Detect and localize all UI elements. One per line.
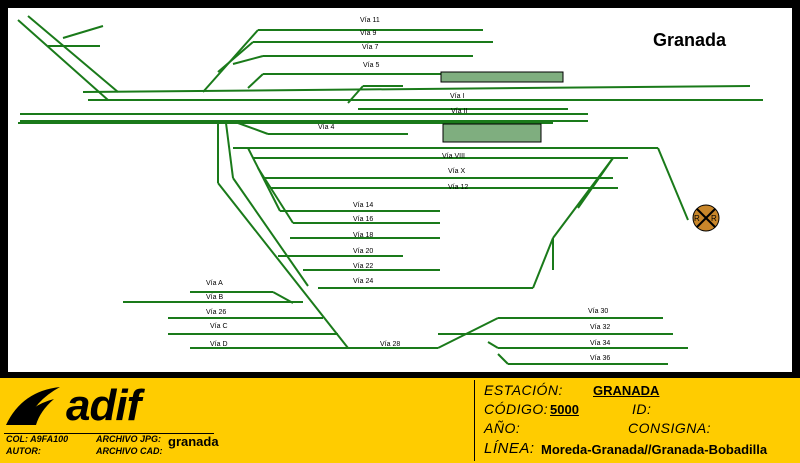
track-via-36-link xyxy=(497,353,509,365)
track-label-via-24: Vía 24 xyxy=(353,278,373,285)
archivo-cad-label: ARCHIVO CAD: xyxy=(96,446,163,456)
track-label-via-ii: Vía II xyxy=(451,108,467,115)
track-nw-1 xyxy=(17,19,109,101)
info-footer: adif COL: A9FA100 AUTOR: ARCHIVO JPG: gr… xyxy=(0,378,800,463)
track-label-via-viii: Vía VIII xyxy=(442,153,465,160)
track-label-via-i: Vía I xyxy=(450,93,464,100)
track-east-curve xyxy=(657,147,689,221)
consigna-label: CONSIGNA: xyxy=(628,420,712,436)
track-label-via-20: Vía 20 xyxy=(353,248,373,255)
linea-label: LÍNEA: xyxy=(484,440,535,457)
track-label-via-14: Vía 14 xyxy=(353,202,373,209)
track-label-via-26: Vía 26 xyxy=(206,309,226,316)
codigo-value: 5000 xyxy=(550,402,579,417)
track-fan-5 xyxy=(247,73,264,89)
crossing-letter-right: R xyxy=(711,214,717,223)
archivo-jpg-value: granada xyxy=(168,434,219,449)
track-label-via-9: Vía 9 xyxy=(360,30,376,37)
track-fan-9 xyxy=(217,41,254,73)
track-label-via-36: Vía 36 xyxy=(590,355,610,362)
track-label-via-30: Vía 30 xyxy=(588,308,608,315)
track-label-via-a: Vía A xyxy=(206,280,223,287)
track-fan-14 xyxy=(247,147,281,212)
track-label-via-c: Vía C xyxy=(210,323,228,330)
track-nw-2 xyxy=(27,15,119,93)
track-label-via-16: Vía 16 xyxy=(353,216,373,223)
track-nw-spur2 xyxy=(62,25,104,39)
autor-label: AUTOR: xyxy=(6,446,41,456)
track-label-via-b: Vía B xyxy=(206,294,223,301)
col-label: COL: A9FA100 xyxy=(6,434,69,444)
track-label-via-4: Vía 4 xyxy=(318,124,334,131)
linea-value: Moreda-Granada//Granada-Bobadilla xyxy=(541,442,768,457)
track-label-via-12: Vía 12 xyxy=(448,184,468,191)
track-label-via-18: Vía 18 xyxy=(353,232,373,239)
ano-label: AÑO: xyxy=(484,420,521,436)
station-title: Granada xyxy=(653,30,727,50)
codigo-label: CÓDIGO: xyxy=(484,401,549,417)
track-west-long xyxy=(217,182,349,349)
track-label-via-x: Vía X xyxy=(448,168,465,175)
platform-lower xyxy=(442,123,542,143)
estacion-value: GRANADA xyxy=(593,383,660,398)
estacion-label: ESTACIÓN: xyxy=(484,382,563,398)
track-fan-5b xyxy=(347,85,364,104)
adif-logo: adif xyxy=(4,381,194,431)
track-via-24-up xyxy=(532,237,554,289)
level-crossing-icon: R R xyxy=(692,204,720,232)
logo-text: adif xyxy=(66,381,141,430)
track-via-4-link xyxy=(237,122,269,135)
track-west-vert2 xyxy=(225,122,234,179)
archivo-jpg-label: ARCHIVO JPG: xyxy=(96,434,162,444)
platform-upper xyxy=(440,71,564,83)
track-label-via-34: Vía 34 xyxy=(590,340,610,347)
id-label: ID: xyxy=(632,401,652,417)
track-west-long2 xyxy=(232,177,309,287)
track-label-via-5: Vía 5 xyxy=(363,62,379,69)
footer-rule xyxy=(4,433,214,434)
track-label-via-11: Vía 11 xyxy=(360,17,380,24)
track-label-via-32: Vía 32 xyxy=(590,324,610,331)
footer-divider xyxy=(474,380,475,461)
crossing-letter-left: R xyxy=(694,214,700,223)
track-label-via-22: Vía 22 xyxy=(353,263,373,270)
track-lines xyxy=(17,15,763,365)
track-via-24-curve xyxy=(552,157,614,239)
track-fan-16 xyxy=(257,167,294,224)
track-label-via-7: Vía 7 xyxy=(362,44,378,51)
track-via-i-east xyxy=(82,85,751,93)
track-labels: Vía 11 Vía 9 Vía 7 Vía 5 Vía I Vía II Vía 4 Vía… xyxy=(206,17,610,362)
track-label-via-d: Vía D xyxy=(210,341,228,348)
track-label-via-28: Vía 28 xyxy=(380,341,400,348)
track-via-34-link xyxy=(487,341,499,349)
adif-swoosh-icon xyxy=(6,387,60,425)
track-fan-7 xyxy=(232,55,264,65)
